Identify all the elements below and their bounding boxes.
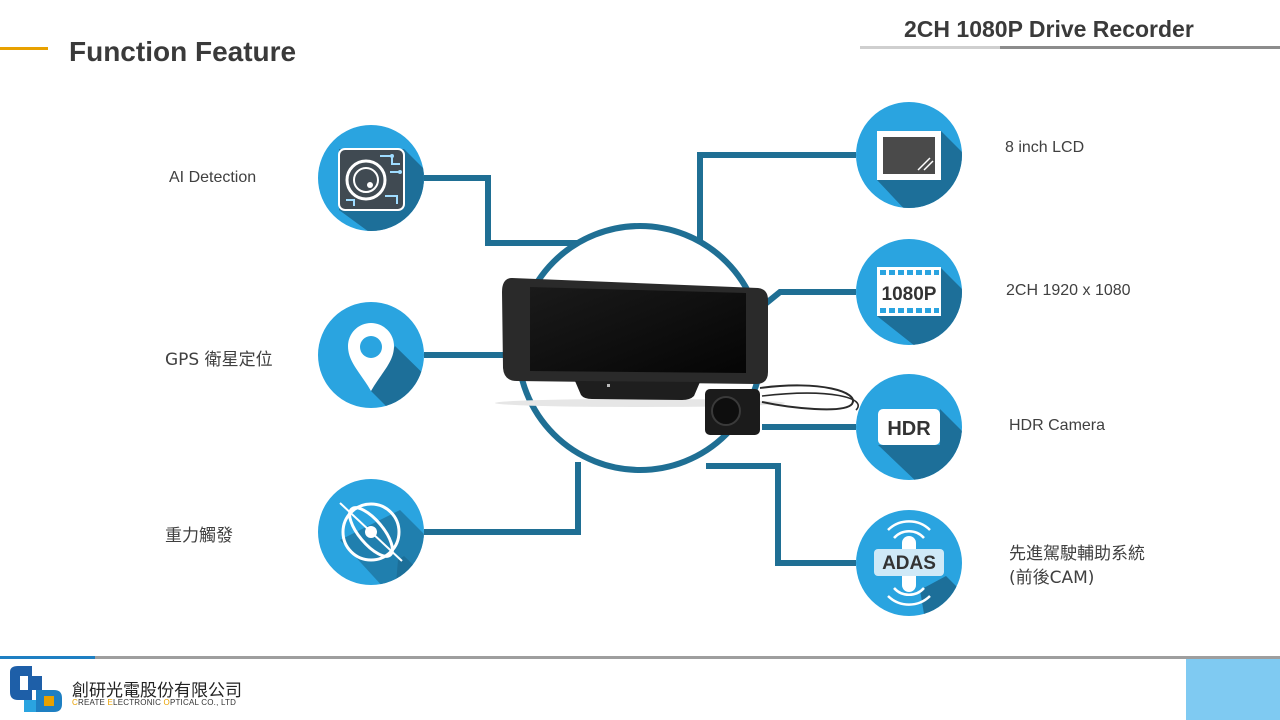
footer-corner-block xyxy=(1186,659,1280,720)
feature-label-gps: GPS 衛星定位 xyxy=(165,350,273,370)
company-name-en: CREATE ELECTRONIC OPTICAL CO., LTD xyxy=(72,698,236,707)
feature-label-adas: 先進駕駛輔助系統 (前後CAM) xyxy=(1009,542,1145,590)
1080p-badge-text: 1080P xyxy=(882,284,937,305)
connector-adas xyxy=(706,463,856,566)
gravity-sensor-icon xyxy=(318,479,424,585)
company-en-part: PTICAL CO., LTD xyxy=(169,698,237,707)
connector-lines xyxy=(424,152,856,566)
map-pin-icon xyxy=(318,302,424,408)
footer-divider-accent xyxy=(0,656,95,659)
company-logo-icon xyxy=(10,666,62,712)
connector-ai xyxy=(424,175,590,246)
feature-label-resolution: 2CH 1920 x 1080 xyxy=(1006,282,1131,299)
ai-chip-icon xyxy=(318,125,424,231)
1080p-badge-icon: 1080P xyxy=(856,239,962,345)
adas-badge-text: ADAS xyxy=(882,553,936,574)
hdr-badge-text: HDR xyxy=(887,418,931,440)
feature-label-hdr: HDR Camera xyxy=(1009,417,1106,434)
product-underline-dark xyxy=(1000,46,1280,49)
page-title: Function Feature xyxy=(69,36,297,67)
product-name: 2CH 1080P Drive Recorder xyxy=(904,16,1194,42)
company-en-part: O xyxy=(163,698,170,707)
title-accent-line xyxy=(0,47,48,50)
feature-label-ai-detection: AI Detection xyxy=(169,169,257,186)
connector-lcd xyxy=(697,152,856,240)
company-en-part: LECTRONIC xyxy=(113,698,164,707)
feature-label-lcd: 8 inch LCD xyxy=(1005,139,1085,156)
footer-divider xyxy=(95,656,1280,659)
hdr-badge-icon: HDR xyxy=(856,374,962,480)
company-name-cn: 創研光電股份有限公司 xyxy=(72,681,242,701)
lcd-screen-icon xyxy=(856,102,962,208)
company-en-part: C xyxy=(72,698,78,707)
company-en-part: REATE xyxy=(77,698,108,707)
product-underline-light xyxy=(860,46,1000,49)
company-en-part: E xyxy=(107,698,114,707)
drive-recorder-device xyxy=(495,278,859,435)
connector-1080p xyxy=(762,289,856,308)
connector-gravity xyxy=(424,462,581,535)
feature-diagram: 1080P HDR ADAS xyxy=(318,102,962,616)
feature-label-adas-line1: 先進駕駛輔助系統 xyxy=(1009,544,1145,564)
adas-icon: ADAS xyxy=(856,510,962,616)
feature-label-adas-line2: (前後CAM) xyxy=(1009,568,1095,588)
feature-label-gravity: 重力觸發 xyxy=(165,526,233,546)
